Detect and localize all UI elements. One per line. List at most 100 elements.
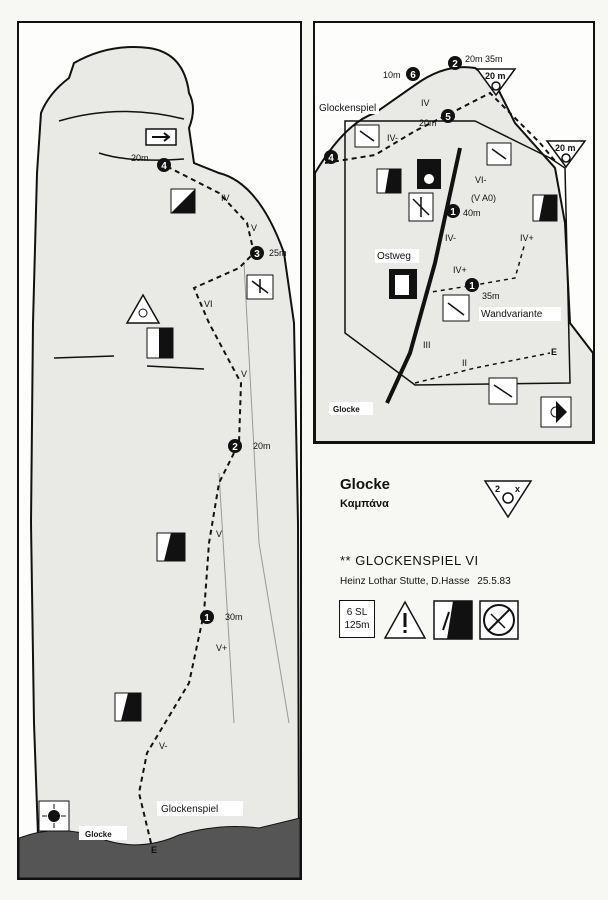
right-topo-drawing: 6 10m 2 20m 35m 5 20m 4 1 40m 1 35m IV I… <box>315 54 593 442</box>
grade-label: IV+ <box>520 233 534 243</box>
wandvariante-route <box>424 242 526 294</box>
svg-text:2: 2 <box>232 442 238 453</box>
left-topo-panel: 4 20m 3 25m 2 20m 1 30m IV V VI V V V+ V… <box>17 21 302 880</box>
arrow-right-icon <box>145 128 177 146</box>
route-label-glockenspiel: Glockenspiel <box>319 103 376 114</box>
crack-climbing-icon <box>532 194 558 222</box>
climber-icon <box>442 294 470 322</box>
route-date: 25.5.83 <box>477 576 511 587</box>
descent-line <box>324 91 556 164</box>
grade-label: V <box>241 369 247 379</box>
grade-label: II <box>462 358 467 368</box>
rock-outline <box>29 46 300 878</box>
no-chalk-icon <box>479 600 519 640</box>
svg-text:5: 5 <box>445 112 451 123</box>
grade-label: IV+ <box>453 265 467 275</box>
overhang-climber-icon <box>488 377 518 405</box>
grade-label: IV- <box>445 233 456 243</box>
route-label: Glockenspiel <box>161 804 218 815</box>
chimney-icon <box>389 269 417 299</box>
svg-text:x: x <box>515 484 520 494</box>
chimney-icon <box>417 159 441 189</box>
overhang-climber-icon <box>246 274 274 300</box>
svg-text:2: 2 <box>495 484 500 494</box>
crack-climbing-icon <box>376 168 402 194</box>
peak-label: Glocke <box>333 405 360 414</box>
grade-label: V- <box>159 741 168 751</box>
pitch-marker-6: 6 <box>406 67 420 81</box>
svg-text:1: 1 <box>450 207 456 218</box>
ostweg-route <box>385 147 462 404</box>
pitch-stats: 6 SL 125m <box>339 600 375 638</box>
start-mark: E <box>151 845 157 855</box>
svg-text:1: 1 <box>469 281 475 292</box>
route-authors: Heinz Lothar Stutte, D.Hasse <box>340 576 470 587</box>
overhang-climber-icon <box>354 124 380 148</box>
rappel-anchor-icon: 20 m <box>475 68 517 97</box>
pitch-marker-1: 1 <box>465 278 479 292</box>
crack-climbing-icon <box>170 188 196 214</box>
grade-label: V <box>251 223 257 233</box>
grade-label: VI- <box>475 175 487 185</box>
route-line-glockenspiel <box>137 164 256 844</box>
page-subtitle: Καμπάνα <box>340 498 389 510</box>
pitch-count: 6 SL <box>346 607 368 618</box>
svg-text:4: 4 <box>161 161 167 172</box>
svg-text:4: 4 <box>328 153 334 164</box>
grade-label: IV <box>421 98 430 108</box>
crack-climbing-icon <box>433 600 473 640</box>
summit-ledge <box>58 110 185 122</box>
pitch-marker-4: 4 <box>324 150 338 164</box>
pitch-length-4: 20m <box>131 153 149 163</box>
start-mark: E <box>551 347 557 357</box>
pitch-length-3: 25m <box>269 248 287 258</box>
pitch-marker-2: 2 <box>448 56 462 70</box>
face-outline <box>344 120 571 386</box>
peak-label: Glocke <box>85 830 112 839</box>
pitch-length: 40m <box>463 208 481 218</box>
right-topo-panel: 6 10m 2 20m 35m 5 20m 4 1 40m 1 35m IV I… <box>313 21 595 444</box>
svg-text:3: 3 <box>254 249 260 260</box>
svg-text:2: 2 <box>452 59 458 70</box>
pitch-length: 20m 35m <box>465 54 503 64</box>
svg-text:1: 1 <box>204 613 210 624</box>
rock-outline <box>315 66 593 442</box>
grade-label: IV <box>221 193 230 203</box>
pitch-length-1: 30m <box>225 612 243 622</box>
grade-label: III <box>423 340 431 350</box>
pitch-length: 20m <box>419 118 437 128</box>
piton-warning-icon <box>125 293 161 324</box>
rappel-anchor-icon: 20 m <box>545 140 587 169</box>
pitch-length-2: 20m <box>253 441 271 451</box>
route-stars: ** <box>340 553 352 568</box>
grade-label: IV- <box>387 133 398 143</box>
ledge-line <box>53 355 115 359</box>
left-topo-drawing: 4 20m 3 25m 2 20m 1 30m IV V VI V V V+ V… <box>19 46 300 878</box>
pitch-marker-2: 2 <box>228 439 242 453</box>
pitch-marker-3: 3 <box>250 246 264 260</box>
overhang-climber-icon <box>486 142 512 166</box>
crack-climbing-icon <box>114 692 142 722</box>
route-label-wandvariante: Wandvariante <box>481 309 543 320</box>
climber-icon <box>408 192 434 222</box>
sun-exposure-icon <box>540 396 572 428</box>
pitch-marker-1: 1 <box>200 610 214 624</box>
pitch-marker-1: 1 <box>446 204 460 218</box>
svg-text:20 m: 20 m <box>485 71 506 81</box>
rappel-badge-icon: 2 x <box>483 480 533 519</box>
pitch-length: 10m <box>383 70 401 80</box>
route-grade: VI <box>465 553 479 568</box>
ledge-line-2 <box>146 365 205 370</box>
grade-label: V <box>216 529 222 539</box>
crack-climbing-icon <box>156 532 186 562</box>
route-info: Glocke Καμπάνα <box>340 476 580 510</box>
summit-crack <box>98 152 185 161</box>
svg-text:20 m: 20 m <box>555 143 576 153</box>
route-heading: ** GLOCKENSPIEL VI <box>340 553 479 568</box>
sun-exposure-icon <box>38 800 70 832</box>
pitch-marker-5: 5 <box>441 109 455 123</box>
svg-text:6: 6 <box>410 70 416 81</box>
first-ascent: Heinz Lothar Stutte, D.Hasse 25.5.83 <box>340 576 511 587</box>
variant-line <box>414 352 551 384</box>
route-name: GLOCKENSPIEL <box>355 553 462 568</box>
